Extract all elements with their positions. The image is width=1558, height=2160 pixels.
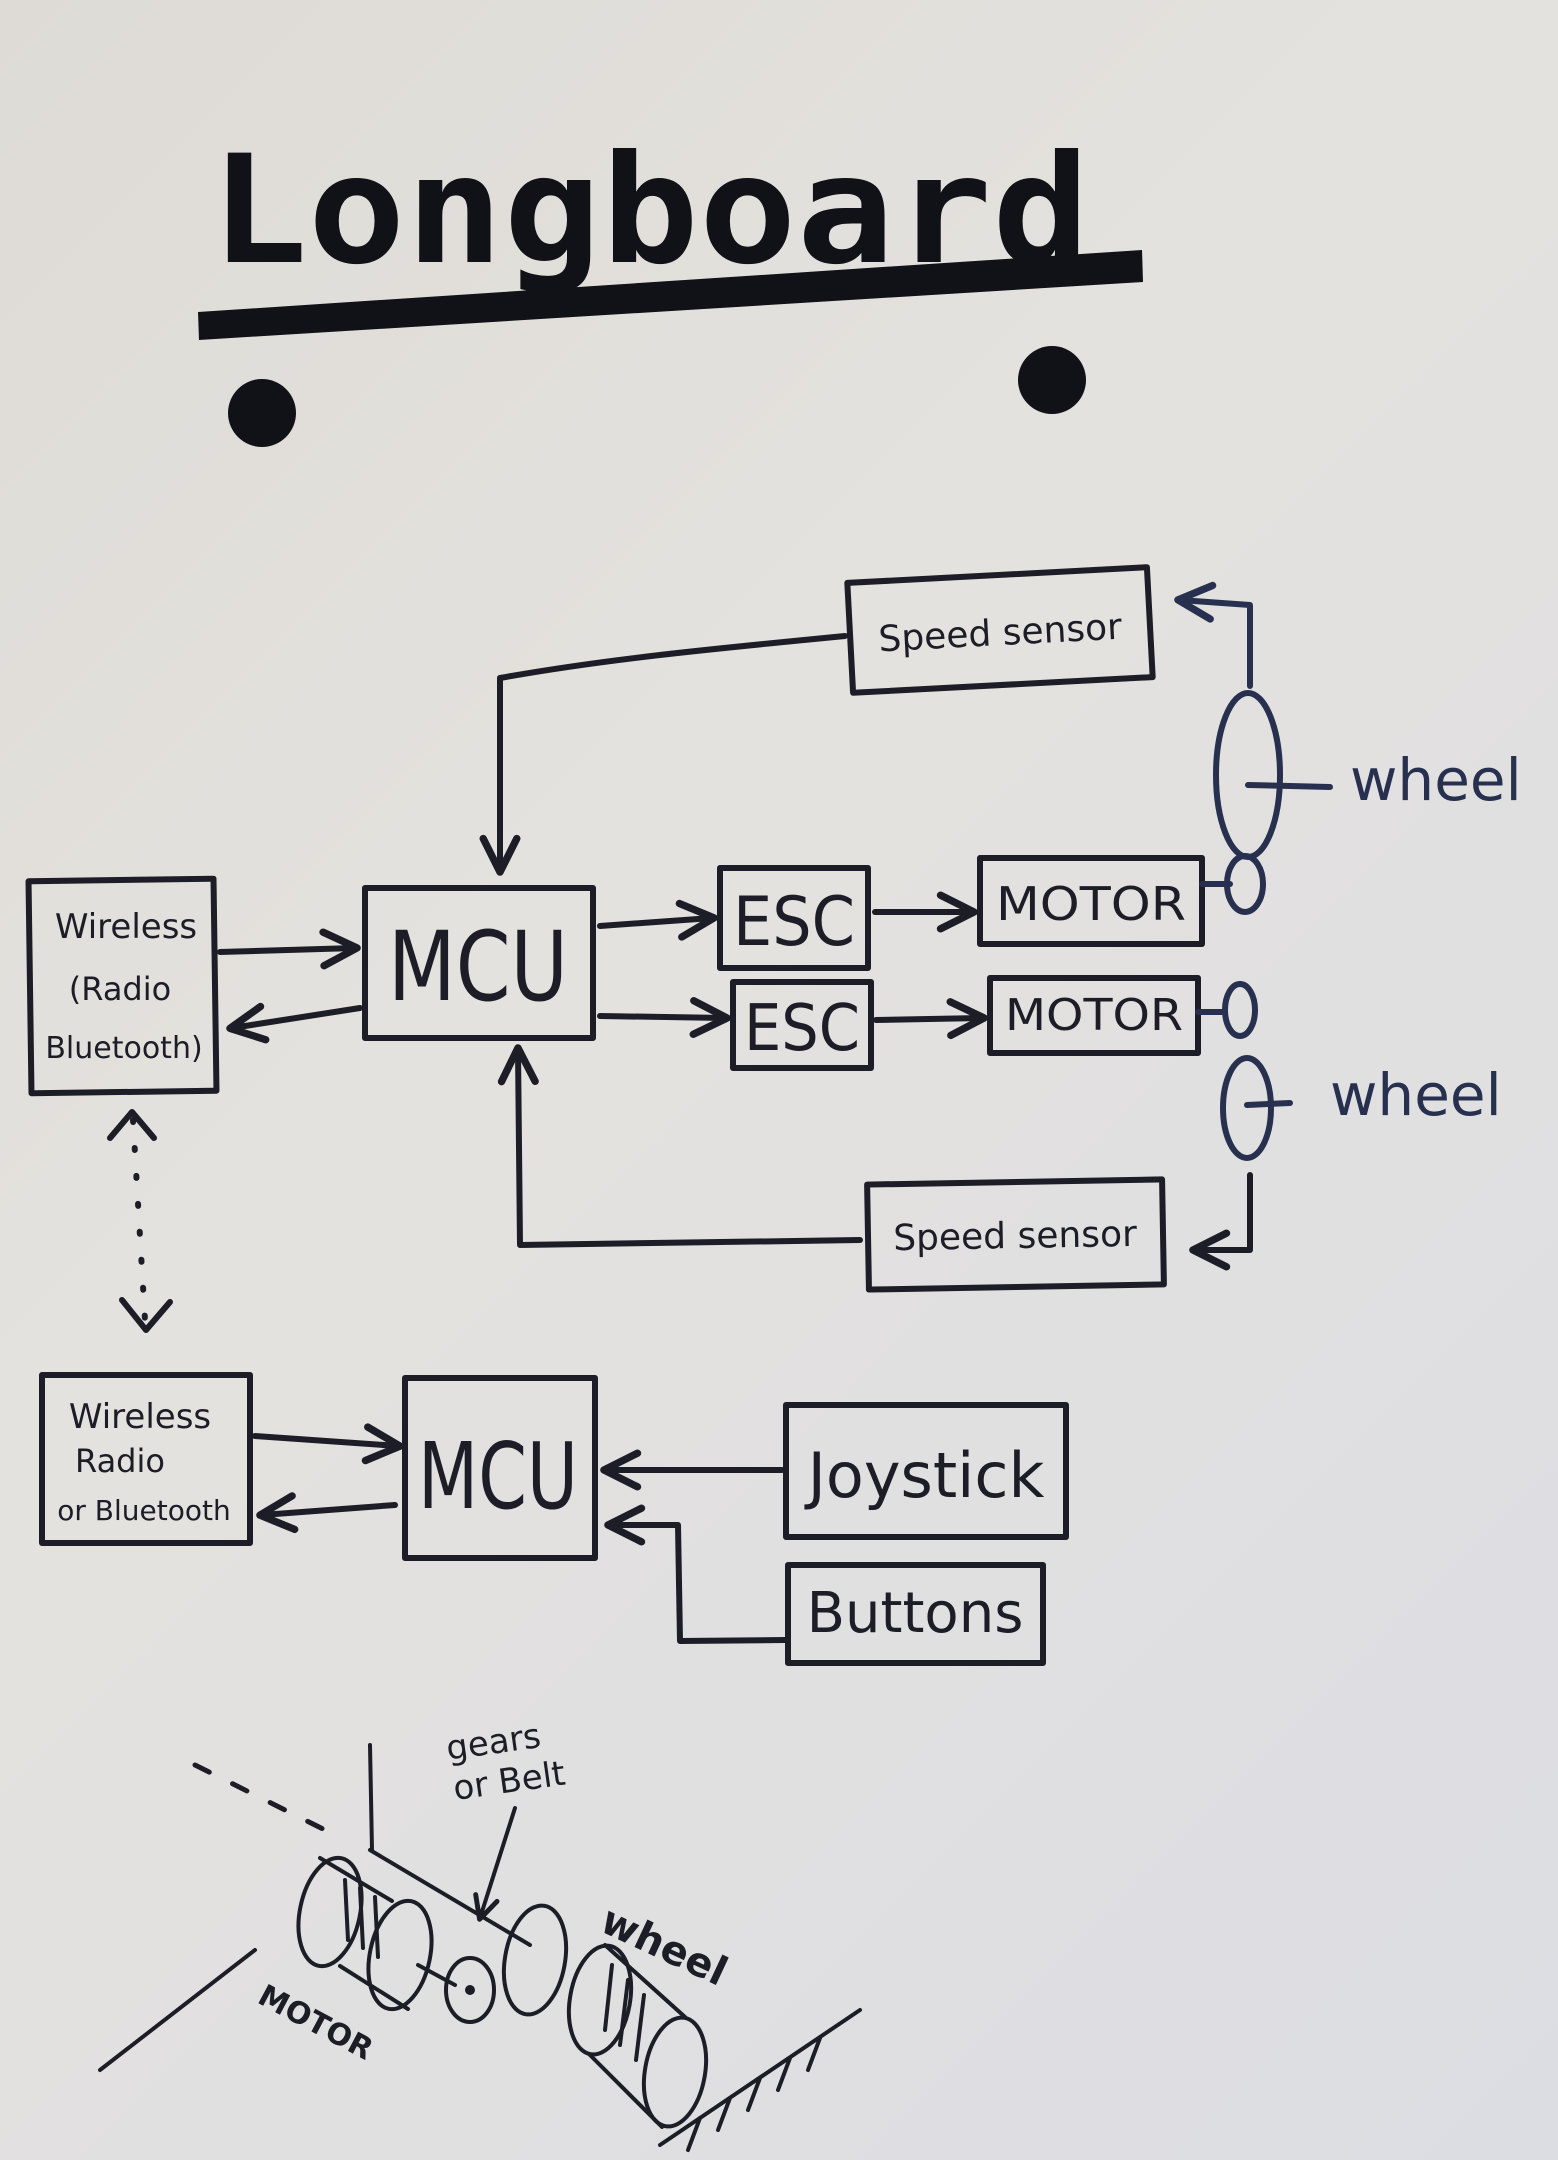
board-motor-bottom-label: MOTOR [1005, 990, 1183, 1041]
speed-sensor-top-box: Speed sensor [844, 564, 1156, 696]
board-esc-top-box: ESC [717, 865, 871, 971]
buttons-box: Buttons [785, 1562, 1046, 1666]
board-wheel-left [228, 379, 296, 447]
board-esc-top-label: ESC [733, 883, 855, 962]
motor-shaft [416, 1963, 457, 1987]
wireless-link-arrow-down [119, 1297, 173, 1333]
wireless-link-dotted [130, 1117, 148, 1323]
remote-wireless-line1: Wireless [69, 1397, 211, 1437]
remote-mcu-box: MCU [402, 1375, 598, 1561]
board-motor-top-label: MOTOR [996, 877, 1186, 931]
board-wireless-line2: (Radio [69, 970, 171, 1008]
board-motor-top-box: MOTOR [977, 855, 1205, 947]
speed-sensor-bottom-box: Speed sensor [864, 1176, 1167, 1293]
arrow-speed-sensor-top-to-mcu [479, 633, 848, 876]
ground-hatching [686, 2036, 822, 2152]
remote-controller: Wireless Radio or Bluetooth MCU Joystick… [39, 1372, 1069, 1666]
axle-line [368, 1848, 532, 1947]
wheel-cylinder [566, 1943, 709, 2129]
wheel-top-label: wheel [1350, 746, 1522, 814]
arrow-gears-label [473, 1806, 517, 1922]
arrow-esc-bottom-to-motor [873, 998, 988, 1040]
board-wireless-line3: Bluetooth) [45, 1031, 202, 1066]
arrow-mcu-to-wireless [226, 1002, 363, 1044]
board-esc-bottom-box: ESC [730, 979, 874, 1071]
drivetrain-motor-label: MOTOR [252, 1978, 378, 2067]
drivetrain-wheel-label: wheel [594, 1897, 734, 1995]
arrow-mcu-to-esc-bottom [597, 997, 731, 1038]
deck-post [368, 1743, 374, 1852]
motor-cylinder [296, 1855, 434, 2012]
small-pulley [444, 1956, 496, 2024]
large-gear [501, 1903, 569, 2017]
remote-mcu-label: MCU [418, 1423, 578, 1530]
wheel-bottom-label: wheel [1330, 1061, 1502, 1129]
motor-bottom-pulley [1222, 981, 1258, 1039]
motor-leader-line [98, 1948, 257, 2072]
deck-dashed-line [192, 1762, 348, 1843]
longboard-logo: Longboard [198, 124, 1143, 447]
wheel-top: wheel [1213, 690, 1522, 860]
speed-sensor-top-label: Speed sensor [877, 607, 1123, 661]
longboard-electronics: Wireless (Radio Bluetooth) MCU ESC ESC M… [25, 564, 1522, 1333]
wheel-bottom: wheel [1220, 1055, 1502, 1161]
joystick-box: Joystick [783, 1402, 1069, 1540]
arrow-remote-wireless-to-mcu [252, 1423, 404, 1465]
board-mcu-label: MCU [388, 911, 568, 1023]
board-mcu-box: MCU [362, 885, 596, 1041]
arrow-wheel-to-speed-sensor-bottom [1189, 1172, 1253, 1271]
remote-wireless-line3: or Bluetooth [57, 1494, 230, 1527]
buttons-label: Buttons [807, 1581, 1024, 1646]
arrow-wireless-to-mcu [217, 928, 361, 970]
board-deck [198, 250, 1143, 340]
arrow-wheel-to-speed-sensor-top [1174, 581, 1253, 689]
arrow-remote-mcu-to-wireless [256, 1492, 398, 1534]
board-wireless-box: Wireless (Radio Bluetooth) [25, 875, 220, 1097]
arrow-speed-sensor-bottom-to-mcu [497, 1044, 863, 1248]
drivetrain-sketch: gears or Belt wheel MOTOR [98, 1716, 862, 2152]
wheel-top-ellipse [1213, 690, 1283, 860]
board-esc-bottom-label: ESC [744, 992, 860, 1066]
board-wheel-right [1018, 346, 1086, 414]
joystick-label: Joystick [804, 1439, 1045, 1512]
arrow-buttons-to-mcu [604, 1504, 788, 1644]
wheel-top-leader [1245, 782, 1333, 790]
speed-sensor-bottom-label: Speed sensor [893, 1214, 1137, 1259]
wireless-link-arrow-up [107, 1109, 157, 1141]
wheel-bottom-leader [1244, 1100, 1293, 1108]
small-pulley-hub [465, 1985, 475, 1995]
board-wireless-line1: Wireless [55, 907, 197, 947]
remote-wireless-line2: Radio [75, 1442, 165, 1480]
arrow-mcu-to-esc-top [597, 899, 718, 941]
board-motor-bottom-box: MOTOR [987, 975, 1201, 1056]
remote-wireless-box: Wireless Radio or Bluetooth [39, 1372, 253, 1546]
wheel-bottom-ellipse [1220, 1055, 1274, 1161]
